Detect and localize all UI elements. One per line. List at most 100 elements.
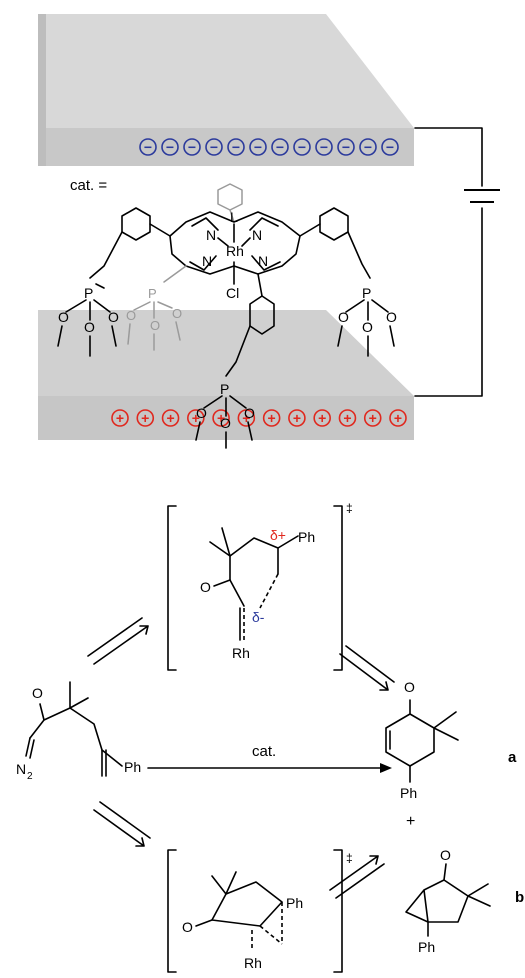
- arrow-down-left: [93, 801, 151, 847]
- negative-charge-circle-5: [227, 138, 245, 156]
- positive-charge-circle-5: [212, 409, 230, 427]
- circuit: [414, 127, 500, 397]
- product-b: O Ph b: [405, 847, 524, 955]
- transition-state-1: ‡ Ph δ+ O δ- Rh: [167, 501, 353, 671]
- circuit-wire-bottom: [414, 207, 483, 397]
- electrode-positive-front-face: [38, 396, 414, 440]
- bottom-ch2-chain: [225, 325, 251, 377]
- positive-charge-symbol-3: +: [166, 410, 174, 426]
- ts1-delta-minus: δ-: [252, 609, 265, 625]
- product-b-label: b: [515, 889, 524, 906]
- negative-charge-circle-1: [139, 138, 157, 156]
- positive-charge-symbol-4: +: [192, 410, 200, 426]
- product-b-carbonyl: [443, 863, 447, 881]
- positive-charge-circle-6: [237, 409, 256, 427]
- negative-charge-circle-8: [293, 138, 311, 156]
- product-a-label: a: [508, 749, 517, 766]
- electrode-positive: ++++++++++++: [38, 310, 414, 440]
- negative-charge-symbol-4: −: [210, 139, 218, 155]
- rhodium-atom: Rh: [226, 243, 244, 259]
- left-phosphorus: P: [84, 285, 93, 301]
- nitrogen-atom-1: N: [206, 227, 216, 243]
- equilibrium-arrows: [87, 617, 395, 899]
- substrate-phenyl: Ph: [124, 759, 141, 775]
- main-arrow-head: [380, 763, 392, 773]
- right-aryl-ring: [319, 207, 349, 241]
- electrode-negative-side-face: [38, 14, 46, 166]
- negative-charge-circle-10: [337, 138, 355, 156]
- product-a: O Ph a: [385, 679, 517, 801]
- positive-charge-circle-3: [161, 409, 180, 427]
- bottom-phosphorus: P: [220, 381, 229, 397]
- left-methoxy-bonds: [57, 299, 117, 357]
- ts2-oxygen: O: [182, 919, 193, 935]
- ts1-gem-dimethyl: [209, 527, 231, 557]
- substrate: O N 2 Ph: [16, 681, 141, 782]
- pyrrole-bottom-left: [189, 255, 217, 271]
- ts2-gem-dimethyl: [211, 871, 237, 895]
- product-b-oxygen: O: [440, 847, 451, 863]
- ts1-partial-bond: [259, 573, 279, 609]
- positive-charge-symbol-12: +: [394, 410, 402, 426]
- negative-charge-symbol-12: −: [386, 139, 394, 155]
- electrode-negative: −−−−−−−−−−−−: [38, 14, 414, 166]
- top-phenyl-ring: [217, 183, 243, 211]
- electrode-negative-front-face: [38, 128, 414, 166]
- bottom-oxygen-1: O: [196, 405, 207, 421]
- left-p-o-double: [95, 283, 105, 289]
- right-phosphorus: P: [362, 285, 371, 301]
- positive-charge-circle-10: [338, 409, 357, 427]
- left-ch2-chain: [89, 231, 123, 279]
- negative-charge-symbol-2: −: [166, 139, 174, 155]
- ts1-phenyl-bond: [277, 535, 299, 549]
- ts1-oxygen: O: [200, 579, 211, 595]
- product-b-phenyl: Ph: [418, 939, 435, 955]
- arrow-down-right-top: [339, 645, 395, 691]
- nitrogen-atom-3: N: [202, 253, 212, 269]
- middle-gray-oxygen-1: O: [126, 308, 136, 323]
- negative-charge-symbol-10: −: [342, 139, 350, 155]
- positive-charge-symbol-6: +: [242, 410, 250, 426]
- arrow-up-right-bottom: [329, 855, 385, 899]
- porphyrin-outer-ring: [169, 211, 301, 275]
- nitrogen-atom-4: N: [258, 253, 268, 269]
- ts2-partial-bond-1: [259, 925, 283, 945]
- bottom-oxygen-3: O: [244, 405, 255, 421]
- negative-charge-circle-3: [183, 138, 201, 156]
- positive-charge-symbol-11: +: [369, 410, 377, 426]
- positive-charge-symbol-5: +: [217, 410, 225, 426]
- ts2-double-dagger: ‡: [346, 851, 353, 865]
- negative-charge-row: −−−−−−−−−−−−: [139, 138, 399, 156]
- positive-charge-circle-11: [363, 409, 382, 427]
- arrow-up-left: [87, 617, 149, 665]
- bottom-methoxy-bonds: [195, 395, 253, 449]
- positive-charge-symbol-2: +: [141, 410, 149, 426]
- ts1-phenyl: Ph: [298, 529, 315, 545]
- product-a-oxygen: O: [404, 679, 415, 695]
- substrate-oxygen: O: [32, 685, 43, 701]
- negative-charge-symbol-3: −: [188, 139, 196, 155]
- middle-gray-oxygen-3: O: [172, 306, 182, 321]
- catalyst-label: cat. =: [70, 177, 107, 194]
- product-a-phenyl: Ph: [400, 785, 417, 801]
- plus-sign: +: [406, 813, 415, 830]
- negative-charge-circle-6: [249, 138, 267, 156]
- positive-charge-symbol-1: +: [116, 410, 124, 426]
- negative-charge-symbol-5: −: [232, 139, 240, 155]
- negative-charge-circle-9: [315, 138, 333, 156]
- bottom-aryl-link: [257, 273, 263, 297]
- left-oxygen-1: O: [58, 309, 69, 325]
- rh-n-bond-2: [241, 237, 251, 247]
- product-b-gem-dimethyl: [467, 883, 491, 907]
- pyrrole-bottom-right: [251, 255, 281, 271]
- ts1-carbonyl-bond: [213, 579, 231, 587]
- electrode-positive-top-face: [38, 310, 414, 396]
- positive-charge-symbol-9: +: [318, 410, 326, 426]
- ts2-bracket-right: [333, 849, 343, 973]
- middle-gray-link: [163, 265, 187, 283]
- right-oxygen-3: O: [386, 309, 397, 325]
- ts2-ring: [211, 881, 283, 927]
- right-ch2-chain: [347, 231, 371, 279]
- ts1-delta-plus: δ+: [270, 527, 286, 543]
